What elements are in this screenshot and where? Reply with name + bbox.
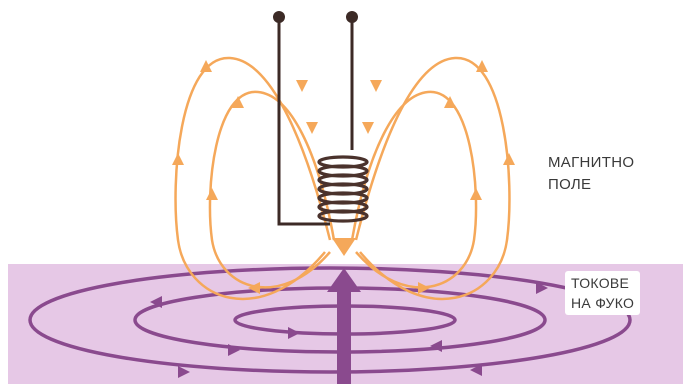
field-arrow (306, 122, 318, 134)
field-arrow (296, 80, 308, 92)
terminal-left (273, 11, 285, 23)
field-line-right-outer (356, 58, 509, 299)
terminal-right (346, 11, 358, 23)
magnetic-field-label: МАГНИТНО ПОЛЕ (548, 152, 634, 196)
eddy-currents-label-line2: НА ФУКО (571, 293, 634, 313)
field-arrow (362, 122, 374, 134)
field-line-left-outer (176, 58, 330, 299)
magnetic-field-lines (176, 58, 510, 299)
field-arrow (470, 188, 482, 200)
coil (319, 157, 367, 221)
field-arrow (332, 238, 356, 256)
magnetic-field-label-line1: МАГНИТНО (548, 152, 634, 174)
magnetic-field-label-line2: ПОЛЕ (548, 174, 634, 196)
eddy-currents-label-line1: ТОКОВЕ (571, 273, 634, 293)
field-arrow (370, 80, 382, 92)
field-arrow (206, 188, 218, 200)
field-arrow (503, 153, 515, 165)
field-arrow (172, 153, 184, 165)
eddy-currents-label: ТОКОВЕ НА ФУКО (565, 271, 640, 315)
